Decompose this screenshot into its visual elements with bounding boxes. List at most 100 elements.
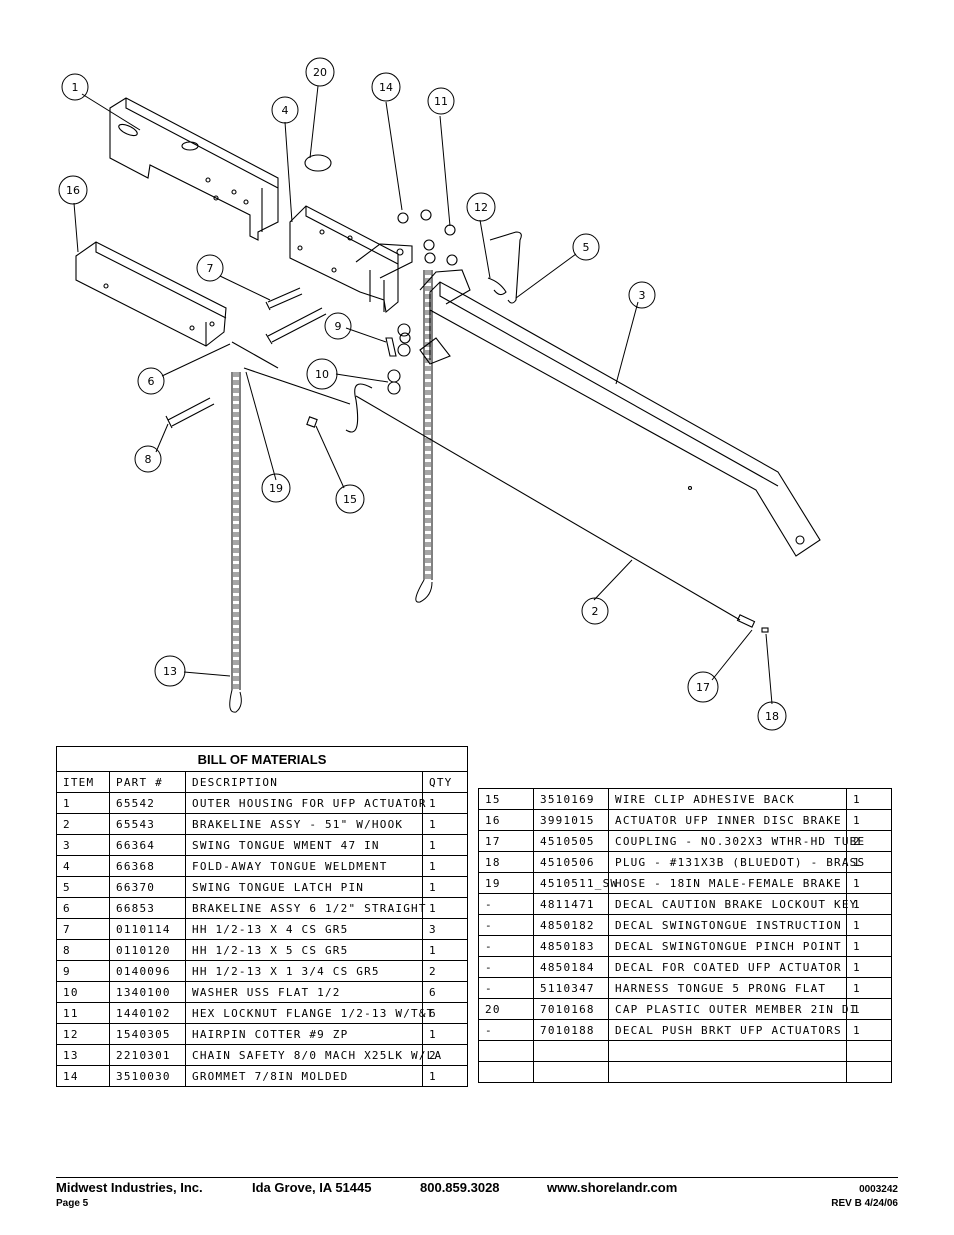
svg-text:10: 10 [315, 368, 329, 381]
bom-item-cell: 20 [478, 998, 534, 1020]
svg-text:20: 20 [313, 66, 327, 79]
svg-text:18: 18 [765, 710, 779, 723]
bom-part-cell: 3991015 [533, 809, 609, 831]
bom-item-cell: 2 [56, 813, 110, 835]
callout-13: 13 [154, 655, 186, 687]
bom-part-cell: 3510030 [109, 1065, 186, 1087]
callout-15: 15 [335, 484, 365, 514]
straight-brakeline-part [231, 341, 279, 369]
bom-item-cell: 18 [478, 851, 534, 873]
cap-part [304, 154, 332, 172]
bom-qty-cell: 6 [421, 981, 469, 1003]
callout-18: 18 [757, 701, 787, 731]
bom-description-cell [608, 1061, 847, 1083]
footer-doc-number: 0003242 [859, 1184, 898, 1195]
bom-part-cell: 2210301 [109, 1044, 186, 1066]
bom-part-cell: 0110114 [109, 918, 186, 940]
callout-8: 8 [134, 445, 162, 473]
bom-item-cell [478, 1040, 534, 1062]
bom-item-cell: 7 [56, 918, 110, 940]
svg-text:9: 9 [335, 320, 342, 333]
bom-item-cell: 4 [56, 855, 110, 877]
bom-part-cell: 66364 [109, 834, 186, 856]
bom-description-cell: SWING TONGUE LATCH PIN [185, 876, 423, 898]
bom-item-cell: 15 [478, 788, 534, 810]
bom-part-cell: 1440102 [109, 1002, 186, 1024]
bom-part-cell: 4510505 [533, 830, 609, 852]
header-qty: QTY [421, 771, 469, 793]
svg-text:2: 2 [592, 605, 599, 618]
bom-item-cell: 13 [56, 1044, 110, 1066]
bom-description-cell: GROMMET 7/8IN MOLDED [185, 1065, 423, 1087]
hairpin-part [487, 277, 507, 296]
bom-description-cell: DECAL PUSH BRKT UFP ACTUATORS [608, 1019, 847, 1041]
svg-text:5: 5 [583, 241, 590, 254]
bom-part-cell: 0110120 [109, 939, 186, 961]
bom-part-cell: 65543 [109, 813, 186, 835]
bom-part-cell: 4510506 [533, 851, 609, 873]
bom-part-cell: 7010168 [533, 998, 609, 1020]
callout-9: 9 [324, 312, 352, 340]
svg-text:7: 7 [207, 262, 214, 275]
bom-qty-cell: 1 [846, 956, 892, 978]
bom-item-cell: 12 [56, 1023, 110, 1045]
swing-tongue-part [419, 269, 821, 557]
callout-19: 19 [261, 473, 291, 503]
bom-description-cell: SWING TONGUE WMENT 47 IN [185, 834, 423, 856]
bom-qty-cell: 1 [846, 914, 892, 936]
leader-lines [73, 85, 773, 705]
bom-item-cell: 3 [56, 834, 110, 856]
callout-balloons: 1 2 3 4 5 6 7 8 9 10 11 12 13 14 15 16 1… [58, 57, 787, 731]
bom-qty-cell: 1 [846, 788, 892, 810]
bom-description-cell: OUTER HOUSING FOR UFP ACTUATOR [185, 792, 425, 814]
bom-qty-cell: 6 [421, 1002, 469, 1024]
bom-description-cell: HEX LOCKNUT FLANGE 1/2-13 W/T&T [185, 1002, 433, 1024]
bom-part-cell: 4510511_SW [533, 872, 617, 894]
bom-description-cell: HH 1/2-13 X 4 CS GR5 [185, 918, 423, 940]
bom-part-cell: 1340100 [109, 981, 186, 1003]
bom-item-cell: - [478, 956, 534, 978]
bom-item-cell: - [478, 914, 534, 936]
bom-description-cell: CHAIN SAFETY 8/0 MACH X25LK W/LA [185, 1044, 441, 1066]
bom-item-cell: 8 [56, 939, 110, 961]
callout-7: 7 [196, 254, 224, 282]
bom-qty-cell: 1 [846, 851, 892, 873]
bom-item-cell: 16 [478, 809, 534, 831]
footer-website[interactable]: www.shorelandr.com [547, 1180, 678, 1195]
bom-part-cell: 4850183 [533, 935, 609, 957]
bom-description-cell: BRAKELINE ASSY - 51" W/HOOK [185, 813, 423, 835]
bom-part-cell: 66853 [109, 897, 186, 919]
bom-part-cell: 1540305 [109, 1023, 186, 1045]
callout-2: 2 [581, 597, 609, 625]
bom-part-cell: 7010188 [533, 1019, 609, 1041]
svg-text:1: 1 [72, 81, 79, 94]
bom-description-cell: DECAL SWINGTONGUE PINCH POINT [608, 935, 847, 957]
bom-item-cell: 5 [56, 876, 110, 898]
coupling-and-plug [736, 614, 769, 633]
bolts [165, 287, 397, 429]
bom-description-cell: HOSE - 18IN MALE-FEMALE BRAKE [608, 872, 847, 894]
callout-12: 12 [466, 192, 496, 222]
header-part: PART # [109, 771, 186, 793]
bom-item-cell: 10 [56, 981, 110, 1003]
wire-clip-part [306, 416, 318, 428]
bom-item-cell: 14 [56, 1065, 110, 1087]
long-brakeline-part [355, 395, 741, 621]
